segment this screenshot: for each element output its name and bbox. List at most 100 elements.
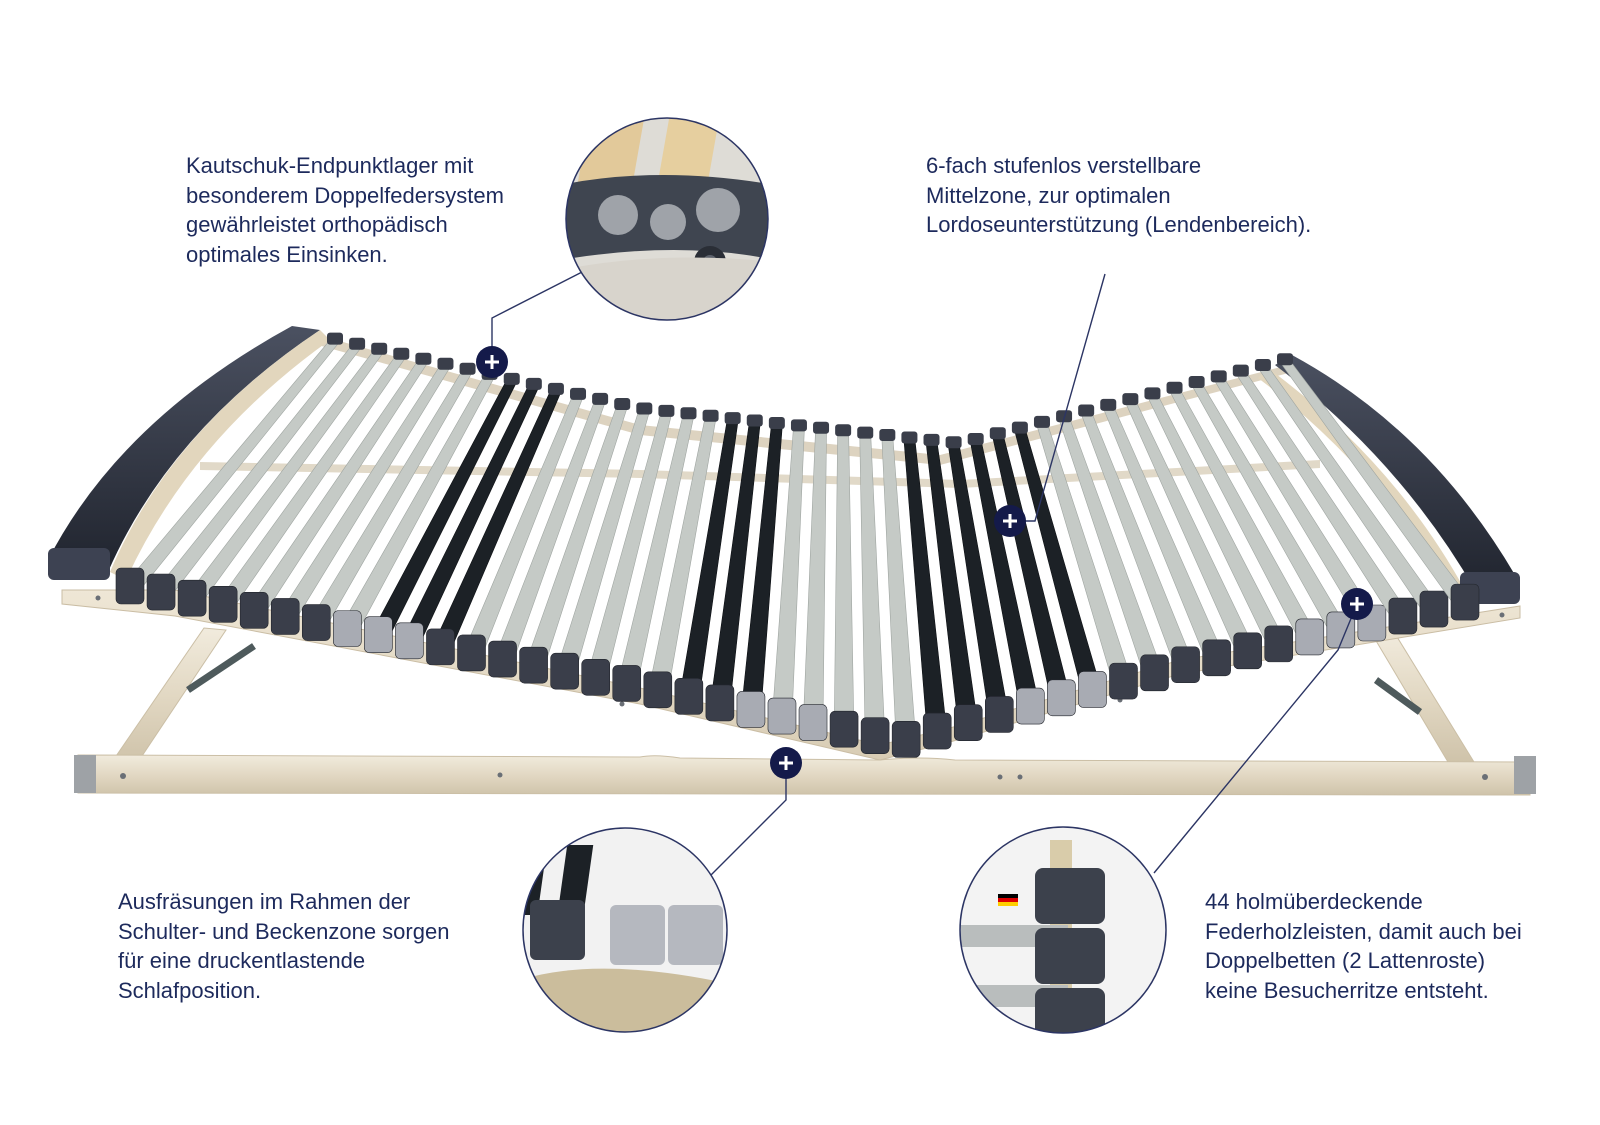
slat-front-cap bbox=[860, 717, 890, 755]
slat-front-cap bbox=[1047, 679, 1076, 717]
caption-line: Kautschuk-Endpunktlager mit bbox=[186, 153, 474, 178]
detail-cutouts-image bbox=[522, 827, 728, 1033]
caption-line: gewährleistet orthopädisch bbox=[186, 212, 448, 237]
slat-back-cap bbox=[879, 429, 896, 442]
slat-back-cap bbox=[1210, 370, 1227, 383]
base-frame bbox=[74, 627, 1536, 796]
slat-back-cap bbox=[1122, 393, 1139, 406]
slat-front-cap bbox=[1419, 590, 1449, 628]
slat-back-cap bbox=[1011, 421, 1028, 434]
caption-line: Schulter- und Beckenzone sorgen bbox=[118, 918, 450, 944]
slat-back-cap bbox=[658, 404, 675, 417]
slat-back-cap bbox=[547, 382, 564, 395]
slat-group bbox=[115, 332, 1480, 758]
slat-front-cap bbox=[829, 710, 859, 748]
slat-back-cap bbox=[790, 419, 807, 432]
slat-back-cap bbox=[1078, 404, 1095, 417]
head-end-board bbox=[48, 326, 330, 580]
slat-back-cap bbox=[503, 372, 520, 385]
slat-front-cap bbox=[736, 691, 766, 728]
slat-front-cap bbox=[1388, 597, 1418, 635]
slat-front-cap bbox=[550, 652, 579, 690]
slat-front-cap bbox=[364, 616, 393, 654]
slat-front-cap bbox=[1016, 687, 1045, 725]
slat-back-cap bbox=[989, 427, 1006, 440]
slat-back-cap bbox=[525, 377, 542, 390]
slat-back-cap bbox=[923, 433, 940, 446]
slat-back-cap bbox=[636, 402, 653, 415]
slat-front-cap bbox=[1326, 611, 1356, 649]
slat-back-cap bbox=[702, 409, 719, 422]
caption-line: 44 holmüberdeckende bbox=[1205, 889, 1423, 914]
slat-back-cap bbox=[680, 407, 697, 420]
slat-back-cap bbox=[1188, 376, 1205, 389]
slat-front-cap bbox=[953, 704, 983, 742]
caption-line: besonderem Doppelfedersystem bbox=[186, 182, 504, 208]
slat-front-cap bbox=[208, 585, 238, 623]
detail-bearing-image bbox=[565, 117, 769, 321]
slat-front-cap bbox=[239, 592, 269, 629]
slat-front-cap bbox=[1202, 639, 1231, 677]
slat-front-cap bbox=[426, 628, 455, 666]
slat-back-cap bbox=[746, 414, 763, 427]
slat bbox=[802, 429, 827, 727]
caption-line: keine Besucherritze entsteht. bbox=[1205, 977, 1489, 1003]
slat-front-cap bbox=[488, 640, 517, 678]
slat-front-cap bbox=[115, 567, 145, 605]
hotspot-slats[interactable] bbox=[1341, 588, 1373, 620]
slat-back-cap bbox=[1166, 381, 1183, 394]
caption-line: Ausfräsungen im Rahmen der bbox=[118, 889, 411, 914]
slat-front-cap bbox=[767, 697, 797, 735]
caption-line: 6-fach stufenlos verstellbare bbox=[926, 153, 1202, 178]
plus-icon bbox=[1003, 514, 1017, 528]
slat-back-cap bbox=[1232, 364, 1249, 377]
slat-back-cap bbox=[768, 416, 785, 429]
slat-back-cap bbox=[813, 421, 830, 434]
hotspot-middle-zone[interactable] bbox=[994, 505, 1026, 537]
slat-back-cap bbox=[835, 424, 852, 437]
slat-back-cap bbox=[459, 362, 476, 375]
caption-line: Doppelbetten (2 Lattenroste) bbox=[1205, 948, 1486, 973]
slat-back-cap bbox=[1254, 358, 1271, 371]
slat-front-cap bbox=[612, 665, 642, 702]
slat-back-cap bbox=[437, 357, 454, 370]
caption-middle-zone: 6-fach stufenlos verstellbare Mittelzone… bbox=[926, 151, 1311, 240]
slat-back-cap bbox=[614, 397, 631, 410]
slat-front-cap bbox=[1171, 646, 1200, 684]
slat-front-cap bbox=[395, 622, 424, 660]
slat-back-cap bbox=[901, 431, 918, 444]
slat-front-cap bbox=[891, 721, 921, 758]
slat-front-cap bbox=[270, 598, 300, 635]
slat-front-cap bbox=[457, 634, 486, 672]
plus-icon bbox=[779, 756, 793, 770]
slat-front-cap bbox=[985, 696, 1014, 733]
slat-front-cap bbox=[146, 573, 176, 611]
hotspot-frame-cutouts[interactable] bbox=[770, 747, 802, 779]
slat-back-cap bbox=[592, 392, 609, 405]
slat-front-cap bbox=[1264, 625, 1294, 663]
slat-back-cap bbox=[393, 347, 410, 360]
slat-back-cap bbox=[967, 432, 984, 445]
slat-back-cap bbox=[857, 426, 874, 439]
caption-line: für eine druckentlastende bbox=[118, 948, 366, 973]
slat-front-cap bbox=[922, 712, 952, 750]
slat-front-cap bbox=[674, 678, 704, 715]
slat-back-cap bbox=[327, 332, 343, 345]
slat-front-cap bbox=[1140, 654, 1169, 692]
slat-front-cap bbox=[1233, 632, 1262, 670]
plus-icon bbox=[485, 355, 499, 369]
slat-back-cap bbox=[724, 412, 741, 425]
slat-front-cap bbox=[519, 646, 548, 684]
german-flag-icon bbox=[998, 894, 1018, 906]
hotspot-endpoint-bearing[interactable] bbox=[476, 346, 508, 378]
slat-front-cap bbox=[301, 604, 331, 641]
slat-front-cap bbox=[1295, 618, 1325, 656]
slat-back-cap bbox=[415, 352, 432, 365]
slat-back-cap bbox=[349, 337, 366, 350]
caption-line: Federholzleisten, damit auch bei bbox=[1205, 918, 1522, 944]
slat-front-cap bbox=[333, 610, 362, 647]
caption-line: Lordoseunterstützung (Lendenbereich). bbox=[926, 212, 1312, 237]
caption-endpoint-bearing: Kautschuk-Endpunktlager mit besonderem D… bbox=[186, 151, 504, 269]
slat-back-cap bbox=[1100, 398, 1117, 411]
slat-front-cap bbox=[1109, 662, 1138, 700]
